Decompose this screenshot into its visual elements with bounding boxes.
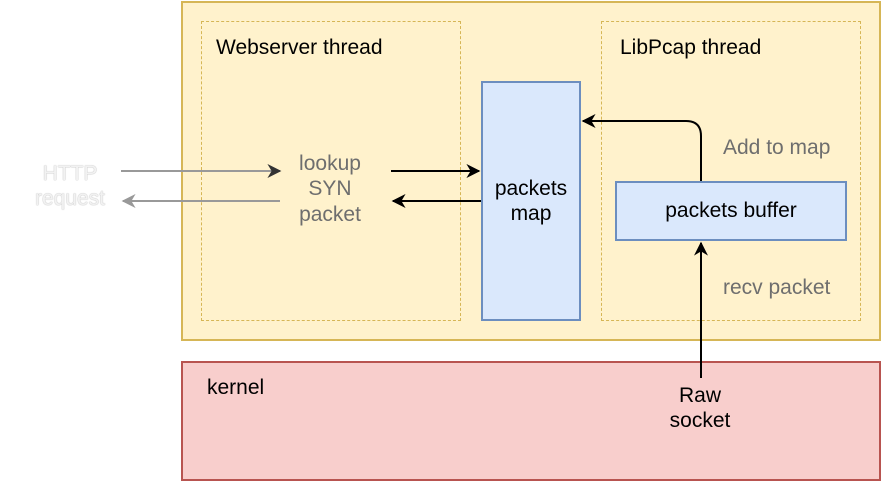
lookup-line-3: packet	[299, 202, 361, 226]
webserver-thread-title: Webserver thread	[216, 36, 383, 59]
add-to-map-label: Add to map	[723, 136, 831, 159]
packets-map-box: packets map	[481, 81, 581, 321]
lookup-line-1: lookup	[299, 152, 361, 176]
http-request-label: HTTP request	[10, 158, 130, 214]
packets-buffer-label: packets buffer	[665, 199, 797, 223]
packets-buffer-box: packets buffer	[615, 181, 847, 241]
kernel-box	[181, 361, 881, 481]
packets-map-line-1: packets	[494, 176, 568, 200]
packets-map-line-2: map	[510, 202, 552, 225]
raw-socket-line-1: Raw	[678, 383, 721, 407]
libpcap-thread-title: LibPcap thread	[620, 36, 762, 59]
raw-socket-label: Raw socket	[640, 380, 760, 436]
recv-packet-label: recv packet	[723, 276, 831, 299]
kernel-label: kernel	[207, 376, 265, 399]
raw-socket-line-2: socket	[669, 409, 731, 432]
http-line-2: request	[34, 187, 106, 210]
lookup-line-2: SYN	[308, 177, 352, 201]
lookup-syn-packet-label: lookup SYN packet	[270, 145, 390, 233]
http-line-1: HTTP	[42, 161, 98, 185]
